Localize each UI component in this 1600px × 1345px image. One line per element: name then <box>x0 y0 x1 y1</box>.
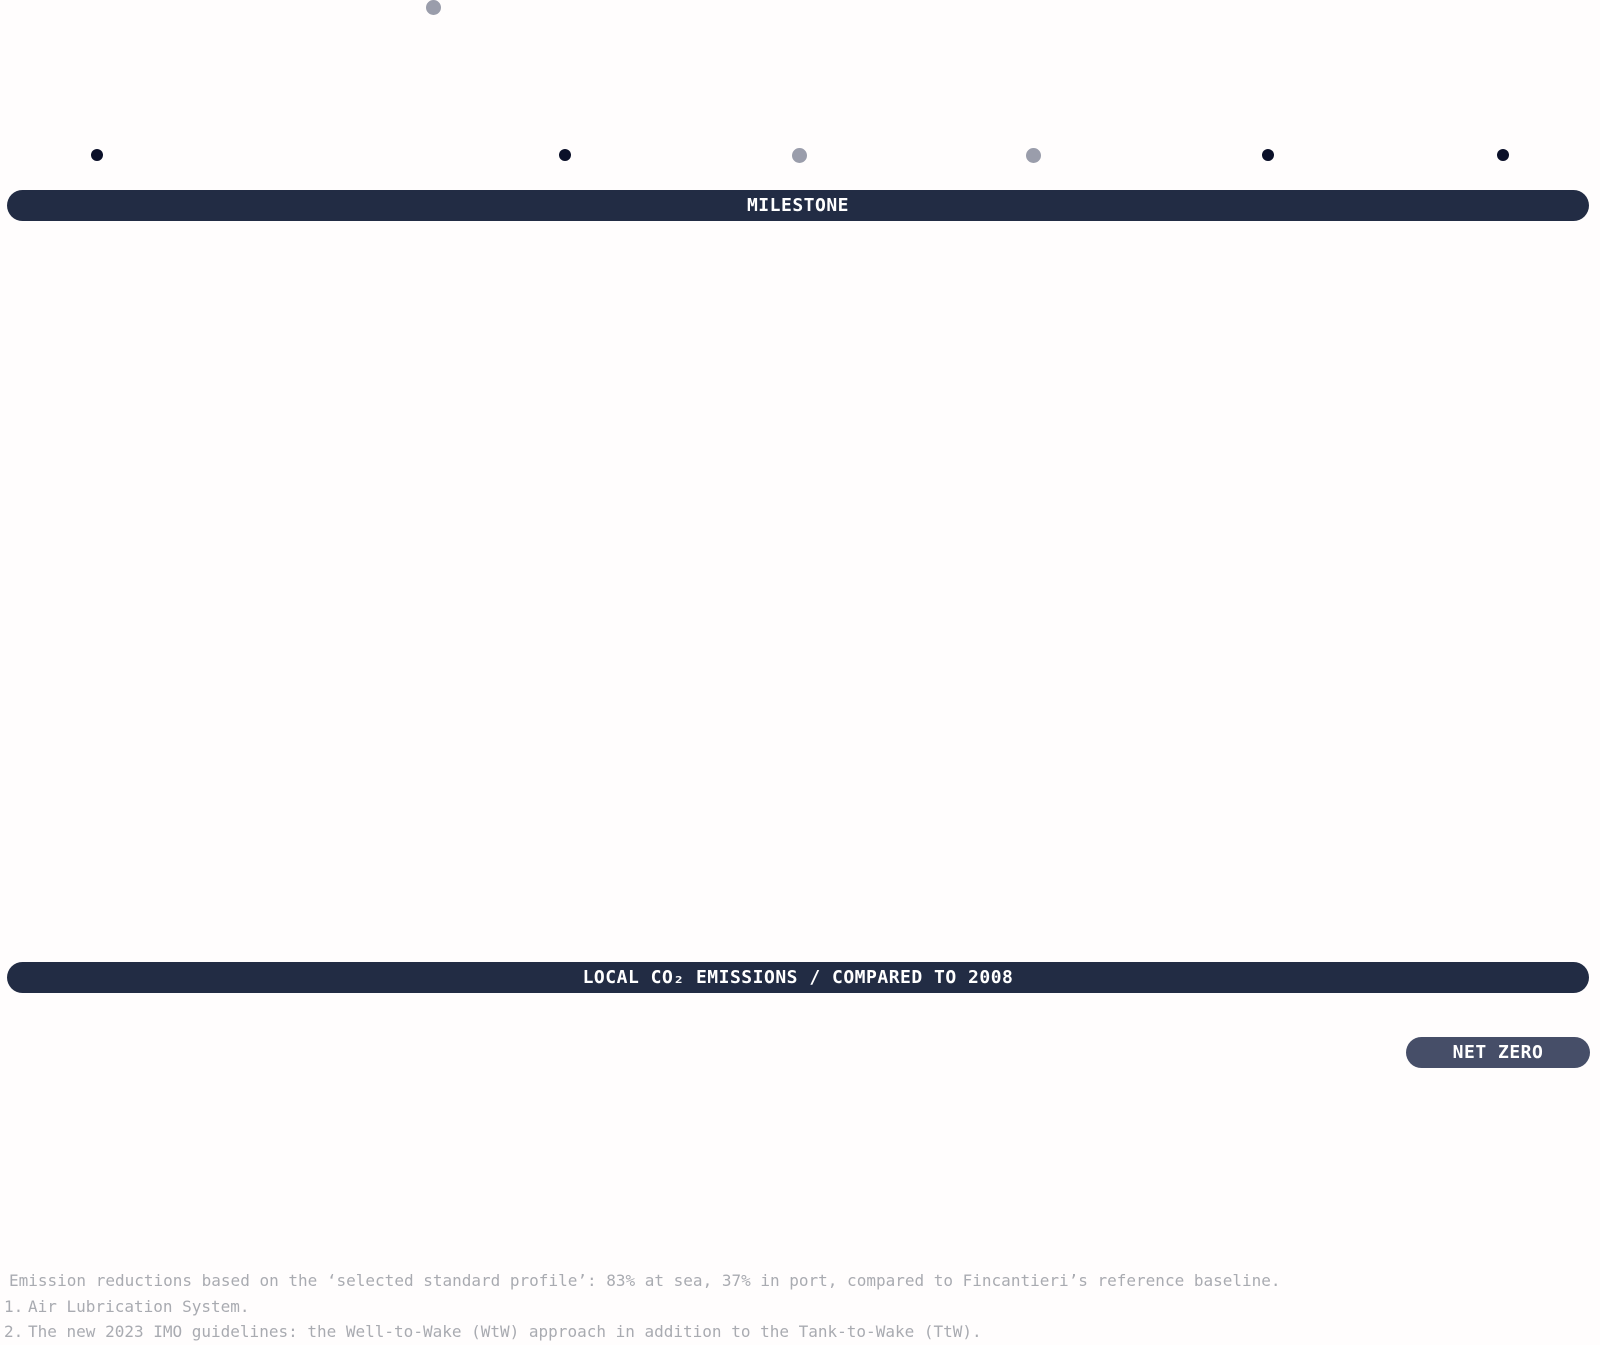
footnote-number: 1. <box>4 1296 24 1316</box>
milestone-marker <box>426 0 441 15</box>
footnote-item: 1.Air Lubrication System. <box>4 1294 1281 1320</box>
milestone-marker <box>1026 148 1041 163</box>
net-zero-badge: NET ZERO <box>1406 1037 1590 1068</box>
milestone-marker <box>91 149 103 161</box>
footnote-lead: Emission reductions based on the ‘select… <box>9 1271 1281 1290</box>
milestone-marker <box>792 148 807 163</box>
footnotes: Emission reductions based on the ‘select… <box>4 1268 1281 1345</box>
milestone-bar-label: MILESTONE <box>746 195 850 216</box>
emissions-bar-label: LOCAL CO₂ EMISSIONS / COMPARED TO 2008 <box>582 967 1014 988</box>
net-zero-label: NET ZERO <box>1452 1042 1544 1063</box>
footnote-item: 2.The new 2023 IMO guidelines: the Well-… <box>4 1319 1281 1345</box>
milestone-marker <box>559 149 571 161</box>
emissions-bar: LOCAL CO₂ EMISSIONS / COMPARED TO 2008 <box>7 962 1589 993</box>
footnote-number: 2. <box>4 1322 24 1341</box>
footnote-text: Air Lubrication System. <box>28 1296 250 1316</box>
milestone-marker <box>1262 149 1274 161</box>
footnote-text: The new 2023 IMO guidelines: the Well-to… <box>28 1322 982 1341</box>
milestone-bar: MILESTONE <box>7 190 1589 221</box>
milestone-marker <box>1497 149 1509 161</box>
